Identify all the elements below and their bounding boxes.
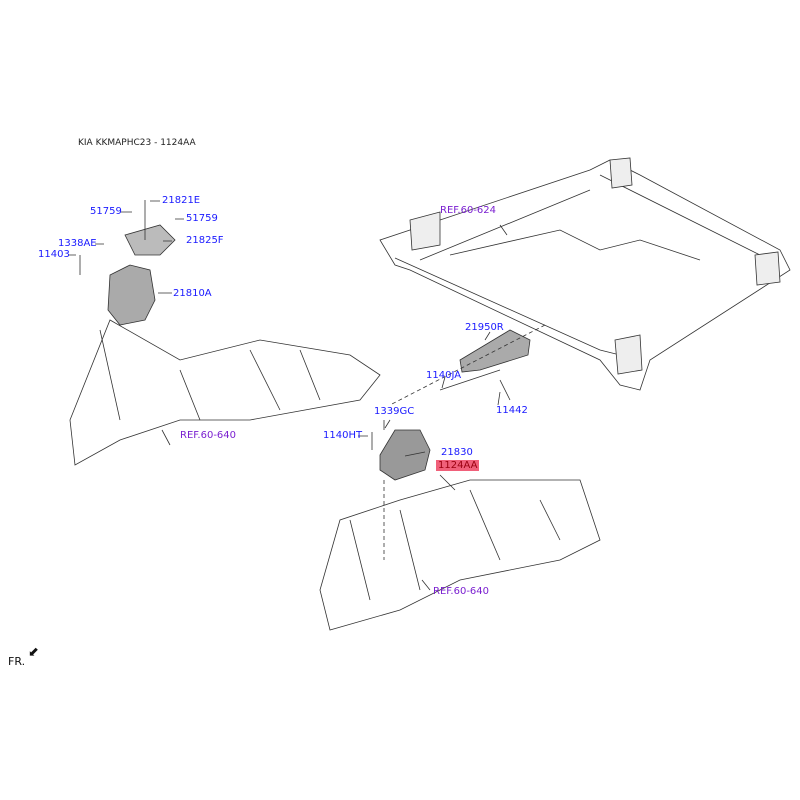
part-label-21821E[interactable]: 21821E: [162, 195, 201, 206]
torque-rod: [389, 324, 546, 406]
ref-link-60-624[interactable]: REF.60-624: [440, 205, 497, 216]
part-label-1140JA[interactable]: 1140JA: [426, 370, 462, 381]
part-label-51759[interactable]: 51759: [90, 206, 122, 217]
right-frame-drawing: [319, 479, 601, 631]
part-label-21810A[interactable]: 21810A: [173, 288, 212, 299]
diagram-title: KIA KKMAPHC23 - 1124AA: [78, 138, 196, 148]
arrow-icon: ⬋: [28, 645, 39, 660]
left-frame-drawing: [69, 319, 381, 466]
part-label-1339GC[interactable]: 1339GC: [374, 406, 415, 417]
part-label-1124AA-highlighted[interactable]: 1124AA: [436, 460, 480, 471]
subframe-drawing: [379, 157, 791, 391]
ref-link-60-640[interactable]: REF.60-640: [433, 586, 490, 597]
part-label-51759[interactable]: 51759: [186, 213, 218, 224]
part-label-1338AE[interactable]: 1338AE: [58, 238, 97, 249]
part-label-21830[interactable]: 21830: [441, 447, 473, 458]
part-label-11403[interactable]: 11403: [38, 249, 70, 260]
leader-lines: [68, 200, 508, 591]
part-label-21950R[interactable]: 21950R: [465, 322, 504, 333]
engine-mount-left: [79, 200, 176, 326]
part-label-11442[interactable]: 11442: [496, 405, 528, 416]
part-label-1140HT[interactable]: 1140HT: [323, 430, 363, 441]
front-label: FR.: [8, 655, 26, 668]
part-label-21825F[interactable]: 21825F: [186, 235, 224, 246]
front-direction-indicator: FR. ⬋: [8, 645, 39, 668]
ref-link-60-640[interactable]: REF.60-640: [180, 430, 237, 441]
transmission-mount: [371, 420, 456, 560]
